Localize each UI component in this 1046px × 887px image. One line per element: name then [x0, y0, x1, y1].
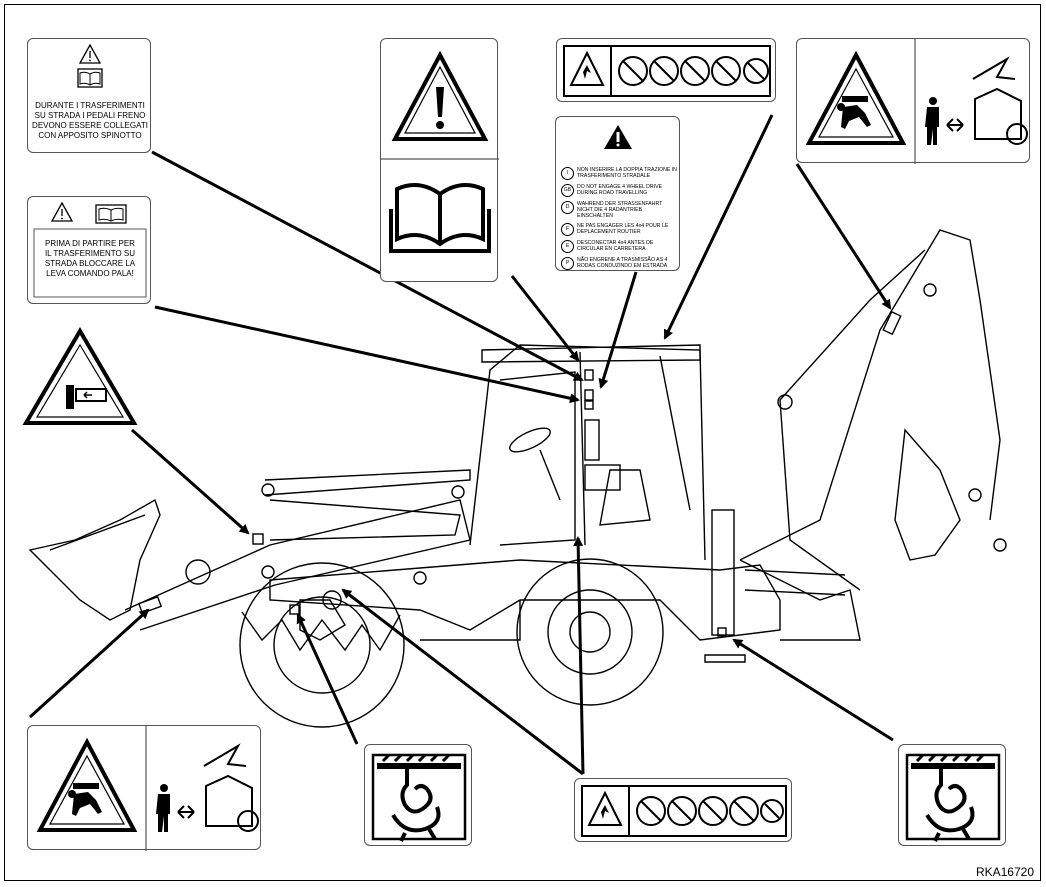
- lifting-hook-icon: [905, 753, 1001, 842]
- language-line: GB DO NOT ENGAGE 4 WHEEL DRIVE DURING RO…: [561, 184, 677, 197]
- arrow-fire-label-top: [663, 114, 774, 340]
- fire-hazard-and-prohibition-icons: [563, 45, 771, 97]
- hand-icon: [66, 385, 74, 409]
- arrow-lift-point-rear: [732, 638, 894, 742]
- label-crush-hazard-top: [796, 38, 1030, 164]
- machine-outline: [28, 229, 1007, 728]
- crush-hazard-keep-distance-icons: [36, 726, 259, 851]
- language-line: E DESCONECTAR 4x4 ANTES DE CIRCULAR EN C…: [561, 240, 677, 253]
- warning-triangle-and-manual-icons: [381, 50, 499, 253]
- crush-hazard-keep-distance-icons: [805, 39, 1028, 164]
- arrow-lever-label: [154, 305, 580, 404]
- language-line: F NE PAS ENGAGER LES 4x4 POUR LE DEPLACE…: [561, 223, 677, 236]
- pointer-arrows: [28, 114, 894, 776]
- diagram-frame: [4, 4, 1041, 881]
- language-line: P NÃO ENGRENE A TRASMISSÃO AS 4 RODAS CO…: [561, 257, 677, 270]
- arrow-crush-label-top: [795, 163, 892, 310]
- document-number: RKA16720: [975, 865, 1034, 879]
- label-no-fire-top: [556, 38, 776, 102]
- arrow-4wd-label: [598, 271, 638, 389]
- label-four-wheel-drive: I NON INSERIRE LA DOPPIA TRAZIONE IN TRA…: [555, 116, 680, 271]
- label-loader-lever: PRIMA DI PARTIRE PER IL TRASFERIMENTO SU…: [27, 196, 151, 304]
- label-lift-point-rear: [898, 744, 1006, 846]
- arrow-fire-label-seat: [573, 536, 585, 775]
- label-brake-pedals: DURANTE I TRASFERIMENTI SU STRADA I PEDA…: [27, 38, 151, 153]
- language-line: D WAHREND DER STRASSENFAHRT NICHT DIE 4 …: [561, 201, 677, 219]
- label-crush-hazard-bottom: [27, 725, 261, 851]
- fire-hazard-and-prohibition-icons: [581, 785, 787, 837]
- arrow-lift-point-front: [296, 613, 359, 745]
- label-hand-crush: [22, 327, 138, 425]
- arrow-fire-label-chassis: [341, 588, 584, 776]
- four-wheel-drive-lines: I NON INSERIRE LA DOPPIA TRAZIONE IN TRA…: [561, 167, 677, 274]
- arrow-crush-label-bottom: [28, 608, 150, 719]
- label-lift-point-front: [364, 744, 472, 846]
- language-line: I NON INSERIRE LA DOPPIA TRAZIONE IN TRA…: [561, 167, 677, 180]
- loader-lever-text: PRIMA DI PARTIRE PER IL TRASFERIMENTO SU…: [44, 239, 136, 278]
- warning-and-manual-icons: [77, 43, 103, 88]
- arrow-brake-label: [151, 150, 584, 382]
- lifting-hook-icon: [371, 753, 467, 842]
- label-general-warning: [380, 38, 499, 282]
- warning-and-manual-icons: [33, 201, 147, 298]
- arrow-hand-label: [131, 428, 250, 535]
- warning-icon: [604, 125, 632, 149]
- brake-pedals-text: DURANTE I TRASFERIMENTI SU STRADA I PEDA…: [32, 101, 148, 140]
- label-no-fire-bottom: [574, 778, 792, 842]
- arrow-general-label: [510, 275, 580, 362]
